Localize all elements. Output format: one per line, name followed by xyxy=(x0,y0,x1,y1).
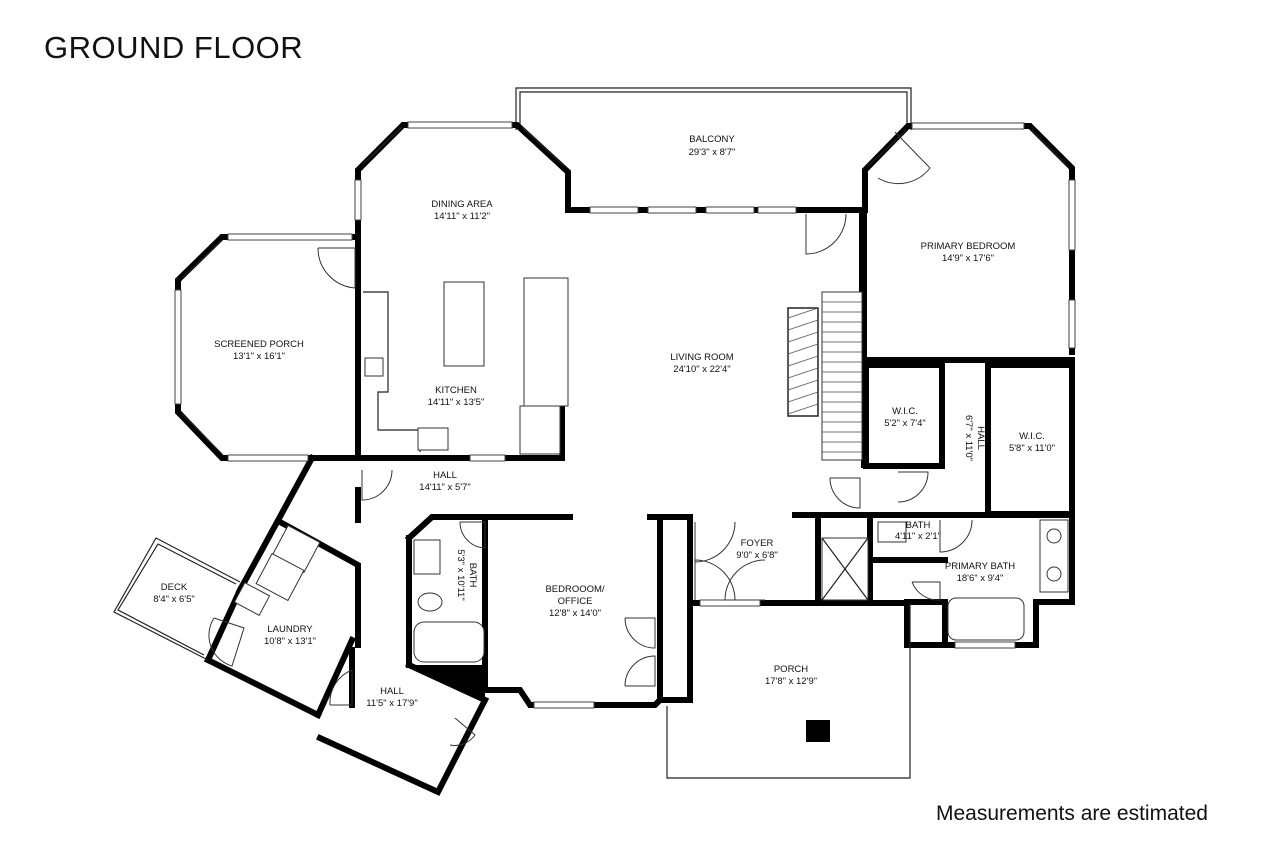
dims-primary-bath: 18'6" x 9'4" xyxy=(957,573,1004,584)
dims-deck: 8'4" x 6'5" xyxy=(153,594,195,605)
label-laundry: LAUNDRY xyxy=(267,624,313,635)
kitchen-counter xyxy=(523,277,569,407)
label-deck: DECK xyxy=(161,582,188,593)
small-bath-sink xyxy=(877,521,907,543)
label-wic-1: W.I.C. xyxy=(892,406,918,417)
primary-tub xyxy=(947,597,1025,641)
dryer xyxy=(255,552,305,602)
porch-column xyxy=(806,720,830,742)
label-wic-2: W.I.C. xyxy=(1019,431,1045,442)
dims-hall-main: 14'11" x 5'7" xyxy=(419,482,470,493)
dims-screened-porch: 13'1" x 16'1" xyxy=(233,351,285,362)
dims-porch: 17'8" x 12'9" xyxy=(765,676,817,687)
label-bath-side: BATH xyxy=(467,563,478,588)
dims-laundry: 10'8" x 13'1" xyxy=(264,636,316,647)
dims-foyer: 9'0" x 6'8" xyxy=(736,550,778,561)
bathtub xyxy=(413,621,485,663)
kitchen-island xyxy=(443,281,485,367)
label-hall-lower: HALL xyxy=(380,686,404,697)
windows xyxy=(174,121,1076,709)
laundry-fixtures xyxy=(233,524,321,616)
label-kitchen: KITCHEN xyxy=(435,385,477,396)
laundry-sink xyxy=(233,582,271,616)
wall-solid-corner xyxy=(410,665,485,700)
refrigerator xyxy=(519,405,561,455)
label-bedroom-office-1: BEDROOOM/ xyxy=(545,584,604,595)
label-porch: PORCH xyxy=(774,664,808,675)
fireplace xyxy=(787,307,819,417)
kitchen-fixtures xyxy=(363,277,569,455)
label-dining: DINING AREA xyxy=(431,199,493,210)
floor-title: GROUND FLOOR xyxy=(44,30,304,65)
dims-bedroom-office: 12'8" x 14'0" xyxy=(549,608,601,619)
dims-living-room: 24'10" x 22'4" xyxy=(673,364,730,375)
doors xyxy=(208,131,973,746)
dims-bath-side: 5'3" x 10'11" xyxy=(455,549,466,600)
octagon-windows xyxy=(181,126,1069,455)
dims-dining: 14'11" x 11'2" xyxy=(434,211,490,222)
dims-hall-lower: 11'5" x 17'9" xyxy=(366,698,417,709)
label-hall-vertical: HALL xyxy=(975,426,986,450)
label-screened-porch: SCREENED PORCH xyxy=(214,339,304,350)
dims-wic-1: 5'2" x 7'4" xyxy=(884,418,926,429)
kitchen-sink xyxy=(364,357,384,377)
label-living-room: LIVING ROOM xyxy=(670,352,733,363)
bath-fixtures xyxy=(413,519,1069,663)
dims-bath-small: 4'11" x 2'1" xyxy=(895,531,941,542)
label-primary-bath: PRIMARY BATH xyxy=(945,561,1015,572)
dims-hall-vertical: 6'7" x 11'0" xyxy=(963,415,974,461)
vanity-sink xyxy=(413,539,441,575)
exterior-walls xyxy=(175,122,1075,796)
dims-balcony: 29'3" x 8'7" xyxy=(689,147,736,158)
label-primary-bedroom: PRIMARY BEDROOM xyxy=(921,241,1016,252)
label-foyer: FOYER xyxy=(741,538,774,549)
measurement-note: Measurements are estimated xyxy=(936,802,1208,825)
stairs xyxy=(787,291,863,461)
range-stove xyxy=(417,427,449,451)
deck-outline xyxy=(113,537,241,661)
label-bath-small: BATH xyxy=(906,520,931,531)
room-labels: BALCONY 29'3" x 8'7" DINING AREA 14'11" … xyxy=(153,134,1055,709)
dims-primary-bedroom: 14'9" x 17'6" xyxy=(942,253,994,264)
label-bedroom-office-2: OFFICE xyxy=(558,596,593,607)
balcony-outline xyxy=(515,87,912,130)
label-hall-main: HALL xyxy=(433,470,457,481)
dims-kitchen: 14'11" x 13'5" xyxy=(428,397,485,408)
dims-wic-2: 5'8" x 11'0" xyxy=(1009,443,1055,454)
toilet xyxy=(417,592,443,612)
porch-outline xyxy=(666,603,911,779)
label-balcony: BALCONY xyxy=(689,134,735,145)
